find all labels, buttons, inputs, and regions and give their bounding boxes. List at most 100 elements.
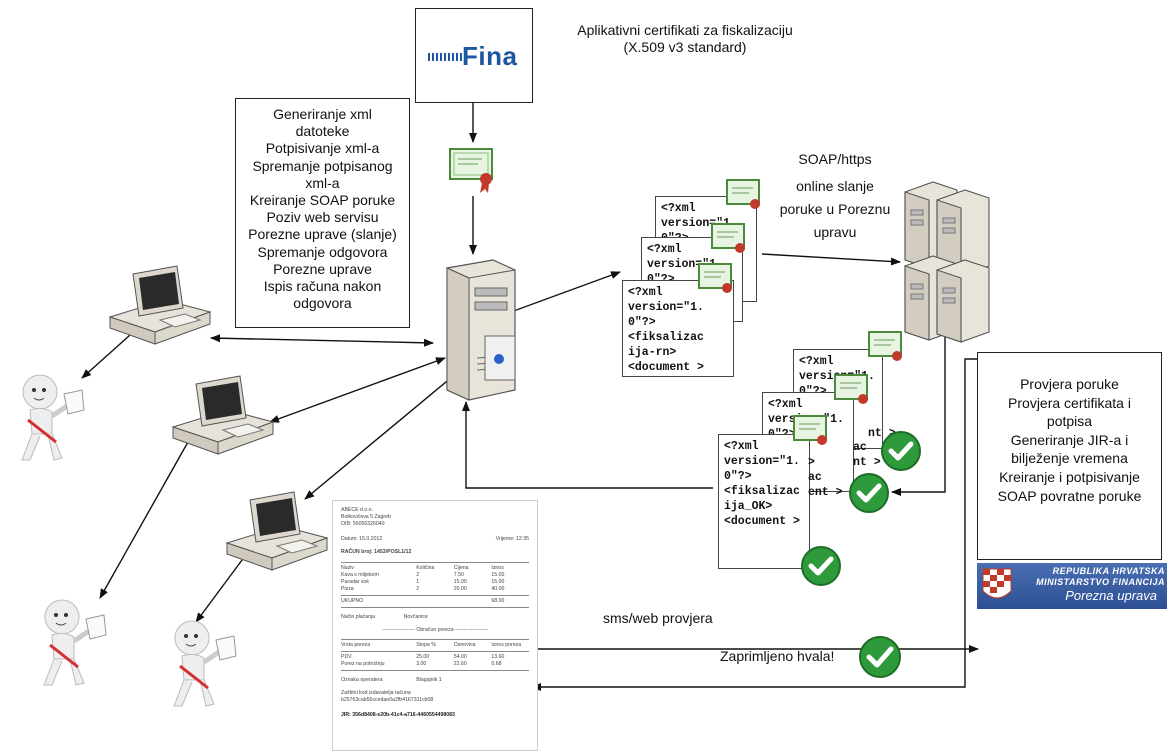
ministry-line-1: REPUBLIKA HRVATSKA: [1052, 566, 1165, 576]
receipt-col: Vrsta poreza: [341, 642, 371, 648]
receipt-total-value: 68.00: [491, 598, 505, 604]
ministry-line-3: Porezna uprava: [1065, 588, 1157, 603]
receipt-oib: OIB: 56056326040: [341, 521, 385, 527]
receipt-cell: 15.00: [491, 579, 505, 585]
client-step: Poziv web servisu: [266, 209, 379, 226]
fina-logo-bars: [428, 52, 462, 61]
receipt-cell: 2: [416, 586, 420, 592]
receipt-payment: Način plaćanja Novčanice: [341, 614, 529, 621]
receipt-operator-value: Blagajnik 1: [416, 677, 442, 683]
certificate-icon: [793, 415, 827, 445]
client-step: Kreiranje SOAP poruke: [249, 192, 396, 209]
receipt-cell: 13.60: [491, 654, 505, 660]
receipt-cell: 40.00: [491, 586, 505, 592]
receipt-cell: Pizza: [341, 586, 354, 592]
receipt-total-label: UKUPNO: [341, 598, 364, 604]
soap-label-line: online slanje: [796, 178, 874, 194]
receipt-item: Kava s mlijekom 2 7.50 15.00: [341, 572, 529, 579]
receipt-cell: Paradar sok: [341, 579, 369, 585]
title-line-1: Aplikativni certifikati za fiskalizaciju: [577, 22, 793, 38]
receipt-cell: Porez na potrošnju: [341, 661, 385, 667]
receipt-payment-value: Novčanice: [403, 614, 428, 620]
receipt-cell: 1: [416, 579, 420, 585]
soap-label: SOAP/https online slanje poruke u Porezn…: [760, 148, 910, 244]
receipt-cell: 20.00: [453, 586, 467, 592]
receipt-cell: 15.00: [453, 579, 467, 585]
receipt-cell: Kava s mlijekom: [341, 572, 379, 578]
receipt-tax-section-title: Obračun poreza: [416, 627, 454, 633]
local-server-icon: [446, 259, 516, 401]
certificate-icon: [711, 223, 745, 253]
receipt: ABECE d.o.o. Bolkovićeva 5 Zagreb OIB: 5…: [332, 500, 538, 751]
receipt-col: Osnovica: [453, 642, 476, 648]
certificate-icon: [698, 263, 732, 293]
receipt-columns: Naziv Količina Cijena Iznos: [341, 565, 529, 572]
authority-step: SOAP povratne poruke: [997, 487, 1142, 504]
certificate-icon: [726, 179, 760, 209]
customer-figure-icon-1: [21, 374, 85, 461]
soap-label-line: poruke u Poreznu: [779, 201, 891, 217]
check-icon: [881, 431, 921, 471]
certificate-icon: [449, 148, 493, 193]
receipt-col: Cijena: [453, 565, 469, 571]
ministry-line-2: MINISTARSTVO FINANCIJA: [1036, 577, 1165, 587]
receipt-zki: b25763cab56ccedae0a2fb4167311cb08: [341, 697, 434, 703]
client-step: Porezne uprave: [273, 260, 372, 277]
authority-step: Provjera poruke: [1020, 376, 1119, 392]
receipt-total: UKUPNO 68.00: [341, 598, 529, 605]
client-step: Potpisivanje xml-a: [265, 140, 380, 157]
receipt-cell: 25.00: [416, 654, 430, 660]
sms-web-check-label: sms/web provjera: [603, 610, 713, 626]
authority-step: Generiranje JIR-a i: [1010, 431, 1129, 448]
check-icon: [849, 473, 889, 513]
receipt-tax-row: PDV 25.00 54.00 13.60: [341, 654, 529, 661]
authority-step: Provjera certifikata i: [1008, 394, 1131, 411]
receipt-time: Vrijeme: 12:35: [495, 536, 529, 542]
client-step: Spremanje odgovora: [257, 243, 388, 260]
receipt-jir: JIR: 356d8408-e20b-41c4-a716-44605544980…: [341, 712, 455, 718]
customer-figure-icon-2: [43, 599, 107, 686]
response-doc-middle-tail: ac nt >: [853, 441, 881, 469]
croatian-coat-of-arms-icon: [982, 568, 1012, 599]
client-process-box: Generiranje xml datoteke Potpisivanje xm…: [235, 98, 410, 328]
client-step: xml-a: [305, 174, 340, 191]
receipt-col: Naziv: [341, 565, 354, 571]
receipt-zki-label: Zaštitni kod izdavatelja računa: [341, 690, 411, 696]
fina-logo-text: Fina: [462, 41, 518, 71]
receipt-operator-label: Oznaka operatera: [341, 677, 383, 683]
receipt-item: Paradar sok 1 15.00 15.00: [341, 579, 529, 586]
receipt-tax-section: ------------------- Obračun poreza -----…: [382, 627, 488, 633]
receipt-operator: Oznaka operatera Blagajnik 1: [341, 677, 529, 684]
receipt-cell: 22.60: [453, 661, 467, 667]
receipt-datetime: Datum: 15.0.2012 Vrijeme: 12:35: [341, 536, 529, 543]
soap-label-line: SOAP/https: [798, 151, 872, 167]
client-step: datoteke: [295, 123, 350, 140]
receipt-tax-columns: Vrsta poreza Stopa % Osnovica Iznos pore…: [341, 642, 529, 649]
soap-label-line: upravu: [813, 224, 857, 240]
client-step: Porezne uprave (slanje): [248, 226, 397, 243]
header-title: Aplikativni certifikati za fiskalizaciju…: [560, 22, 810, 56]
receipt-col: Stopa %: [416, 642, 436, 648]
receipt-tax-row: Porez na potrošnju 3.00 22.60 0.68: [341, 661, 529, 668]
receipt-cell: 7.50: [453, 572, 464, 578]
authority-step: Kreiranje i potpisivanje: [999, 468, 1140, 485]
received-thanks-label: Zaprimljeno hvala!: [720, 648, 835, 664]
client-step: Generiranje xml: [273, 106, 372, 122]
receipt-col: Količina: [416, 565, 435, 571]
pos-terminal-icon-1: [108, 265, 212, 345]
title-line-2: (X.509 v3 standard): [623, 39, 747, 55]
certificate-icon: [868, 331, 902, 361]
receipt-col: Iznos: [491, 565, 504, 571]
response-xml-doc-front: <?xml version="1. 0"?> <fiksalizac ija_O…: [718, 434, 810, 569]
receipt-item: Pizza 2 20.00 40.00: [341, 586, 529, 593]
receipt-cell: 15.00: [491, 572, 505, 578]
receipt-address: Bolkovićeva 5 Zagreb: [341, 514, 391, 520]
authority-step: bilježenje vremena: [1011, 450, 1128, 467]
receipt-payment-label: Način plaćanja: [341, 614, 376, 620]
tax-authority-server-icon: [904, 181, 990, 343]
receipt-cell: 2: [416, 572, 420, 578]
receipt-cell: 3.00: [416, 661, 427, 667]
fina-logo: Fina: [428, 41, 517, 72]
customer-figure-icon-3: [173, 620, 237, 707]
